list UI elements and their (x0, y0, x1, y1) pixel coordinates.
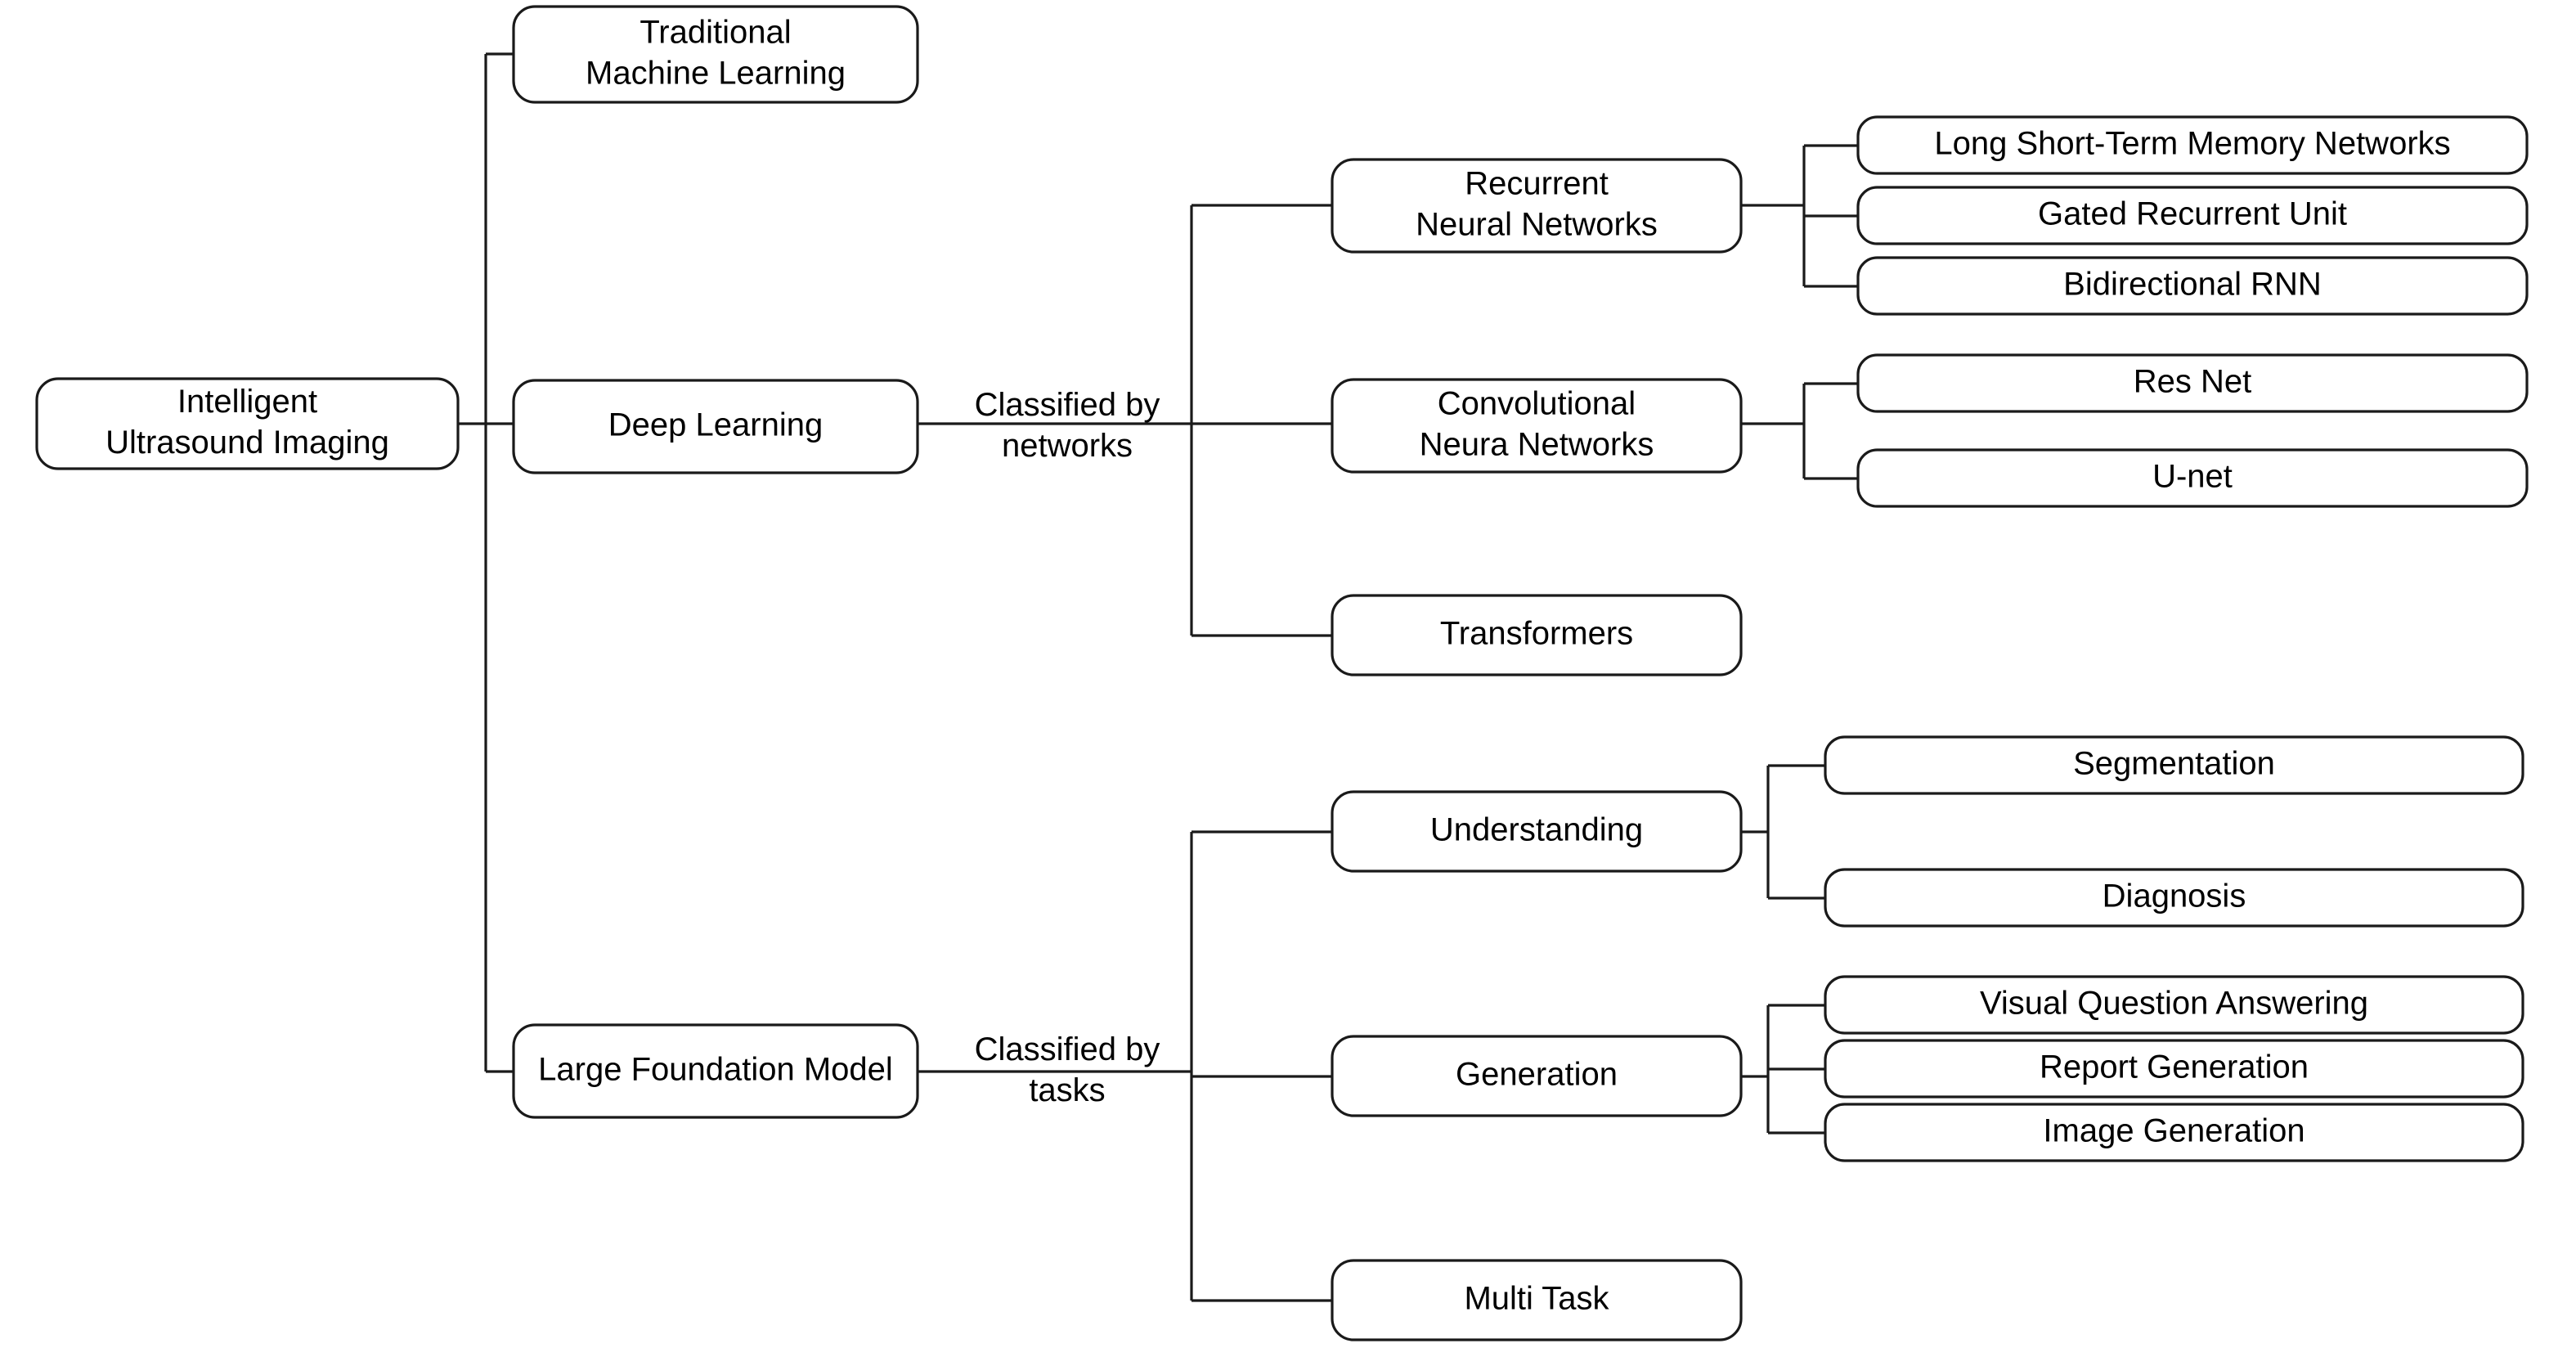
node-dl[interactable]: Deep Learning (512, 379, 919, 474)
node-label-reportgen: Report Generation (2040, 1049, 2309, 1085)
node-label-segmentation: Segmentation (2073, 745, 2275, 781)
node-box-dl[interactable] (512, 379, 919, 474)
node-box-birnn[interactable] (1856, 256, 2529, 316)
node-imagegen[interactable]: Image Generation (1824, 1103, 2524, 1162)
node-box-lfm[interactable] (512, 1023, 919, 1119)
node-understanding[interactable]: Understanding (1331, 790, 1743, 873)
node-reportgen[interactable]: Report Generation (1824, 1039, 2524, 1099)
node-box-imagegen[interactable] (1824, 1103, 2524, 1162)
node-birnn[interactable]: Bidirectional RNN (1856, 256, 2529, 316)
node-label-lstm: Long Short-Term Memory Networks (1934, 125, 2450, 161)
node-box-rnn[interactable] (1331, 158, 1743, 254)
node-segmentation[interactable]: Segmentation (1824, 735, 2524, 795)
node-box-gru[interactable] (1856, 186, 2529, 245)
node-box-root[interactable] (35, 377, 460, 470)
edge-label-classified-by-networks: Classified by networks (975, 387, 1160, 464)
node-label-generation: Generation (1456, 1056, 1618, 1092)
edge-label-line2: networks (1002, 428, 1133, 464)
node-label-resnet: Res Net (2134, 363, 2252, 399)
node-vqa[interactable]: Visual Question Answering (1824, 975, 2524, 1035)
node-lstm[interactable]: Long Short-Term Memory Networks (1856, 115, 2529, 175)
node-box-unet[interactable] (1856, 448, 2529, 508)
node-label-lfm: Large Foundation Model (538, 1051, 893, 1087)
node-label-vqa: Visual Question Answering (1980, 985, 2368, 1021)
edge-label-line1: Classified by (975, 387, 1160, 423)
node-gru[interactable]: Gated Recurrent Unit (1856, 186, 2529, 245)
node-label-understanding: Understanding (1430, 811, 1643, 847)
node-label-transformers: Transformers (1440, 615, 1633, 651)
edge-label-classified-by-tasks: Classified by tasks (975, 1031, 1160, 1108)
connector-lines-group (458, 52, 1858, 1302)
edge-label-line1: Classified by (975, 1031, 1160, 1067)
node-unet[interactable]: U-net (1856, 448, 2529, 508)
node-transformers[interactable]: Transformers (1331, 594, 1743, 676)
node-generation[interactable]: Generation (1331, 1035, 1743, 1117)
node-label-multitask: Multi Task (1464, 1280, 1609, 1316)
node-box-diagnosis[interactable] (1824, 868, 2524, 928)
node-multitask[interactable]: Multi Task (1331, 1259, 1743, 1341)
node-box-tml[interactable] (512, 5, 919, 104)
edge-label-line2: tasks (1029, 1072, 1105, 1108)
node-label-imagegen: Image Generation (2043, 1112, 2304, 1148)
node-box-cnn[interactable] (1331, 378, 1743, 474)
node-label-dl: Deep Learning (608, 407, 823, 443)
node-box-resnet[interactable] (1856, 353, 2529, 413)
node-diagnosis[interactable]: Diagnosis (1824, 868, 2524, 928)
node-label-birnn: Bidirectional RNN (2063, 266, 2322, 302)
node-box-understanding[interactable] (1331, 790, 1743, 873)
node-label-gru: Gated Recurrent Unit (2038, 195, 2347, 231)
node-label-diagnosis: Diagnosis (2103, 878, 2246, 914)
node-box-generation[interactable] (1331, 1035, 1743, 1117)
node-box-multitask[interactable] (1331, 1259, 1743, 1341)
node-box-transformers[interactable] (1331, 594, 1743, 676)
node-box-reportgen[interactable] (1824, 1039, 2524, 1099)
node-box-vqa[interactable] (1824, 975, 2524, 1035)
node-box-segmentation[interactable] (1824, 735, 2524, 795)
node-label-unet: U-net (2152, 458, 2233, 494)
node-resnet[interactable]: Res Net (1856, 353, 2529, 413)
node-lfm[interactable]: Large Foundation Model (512, 1023, 919, 1119)
node-box-lstm[interactable] (1856, 115, 2529, 175)
